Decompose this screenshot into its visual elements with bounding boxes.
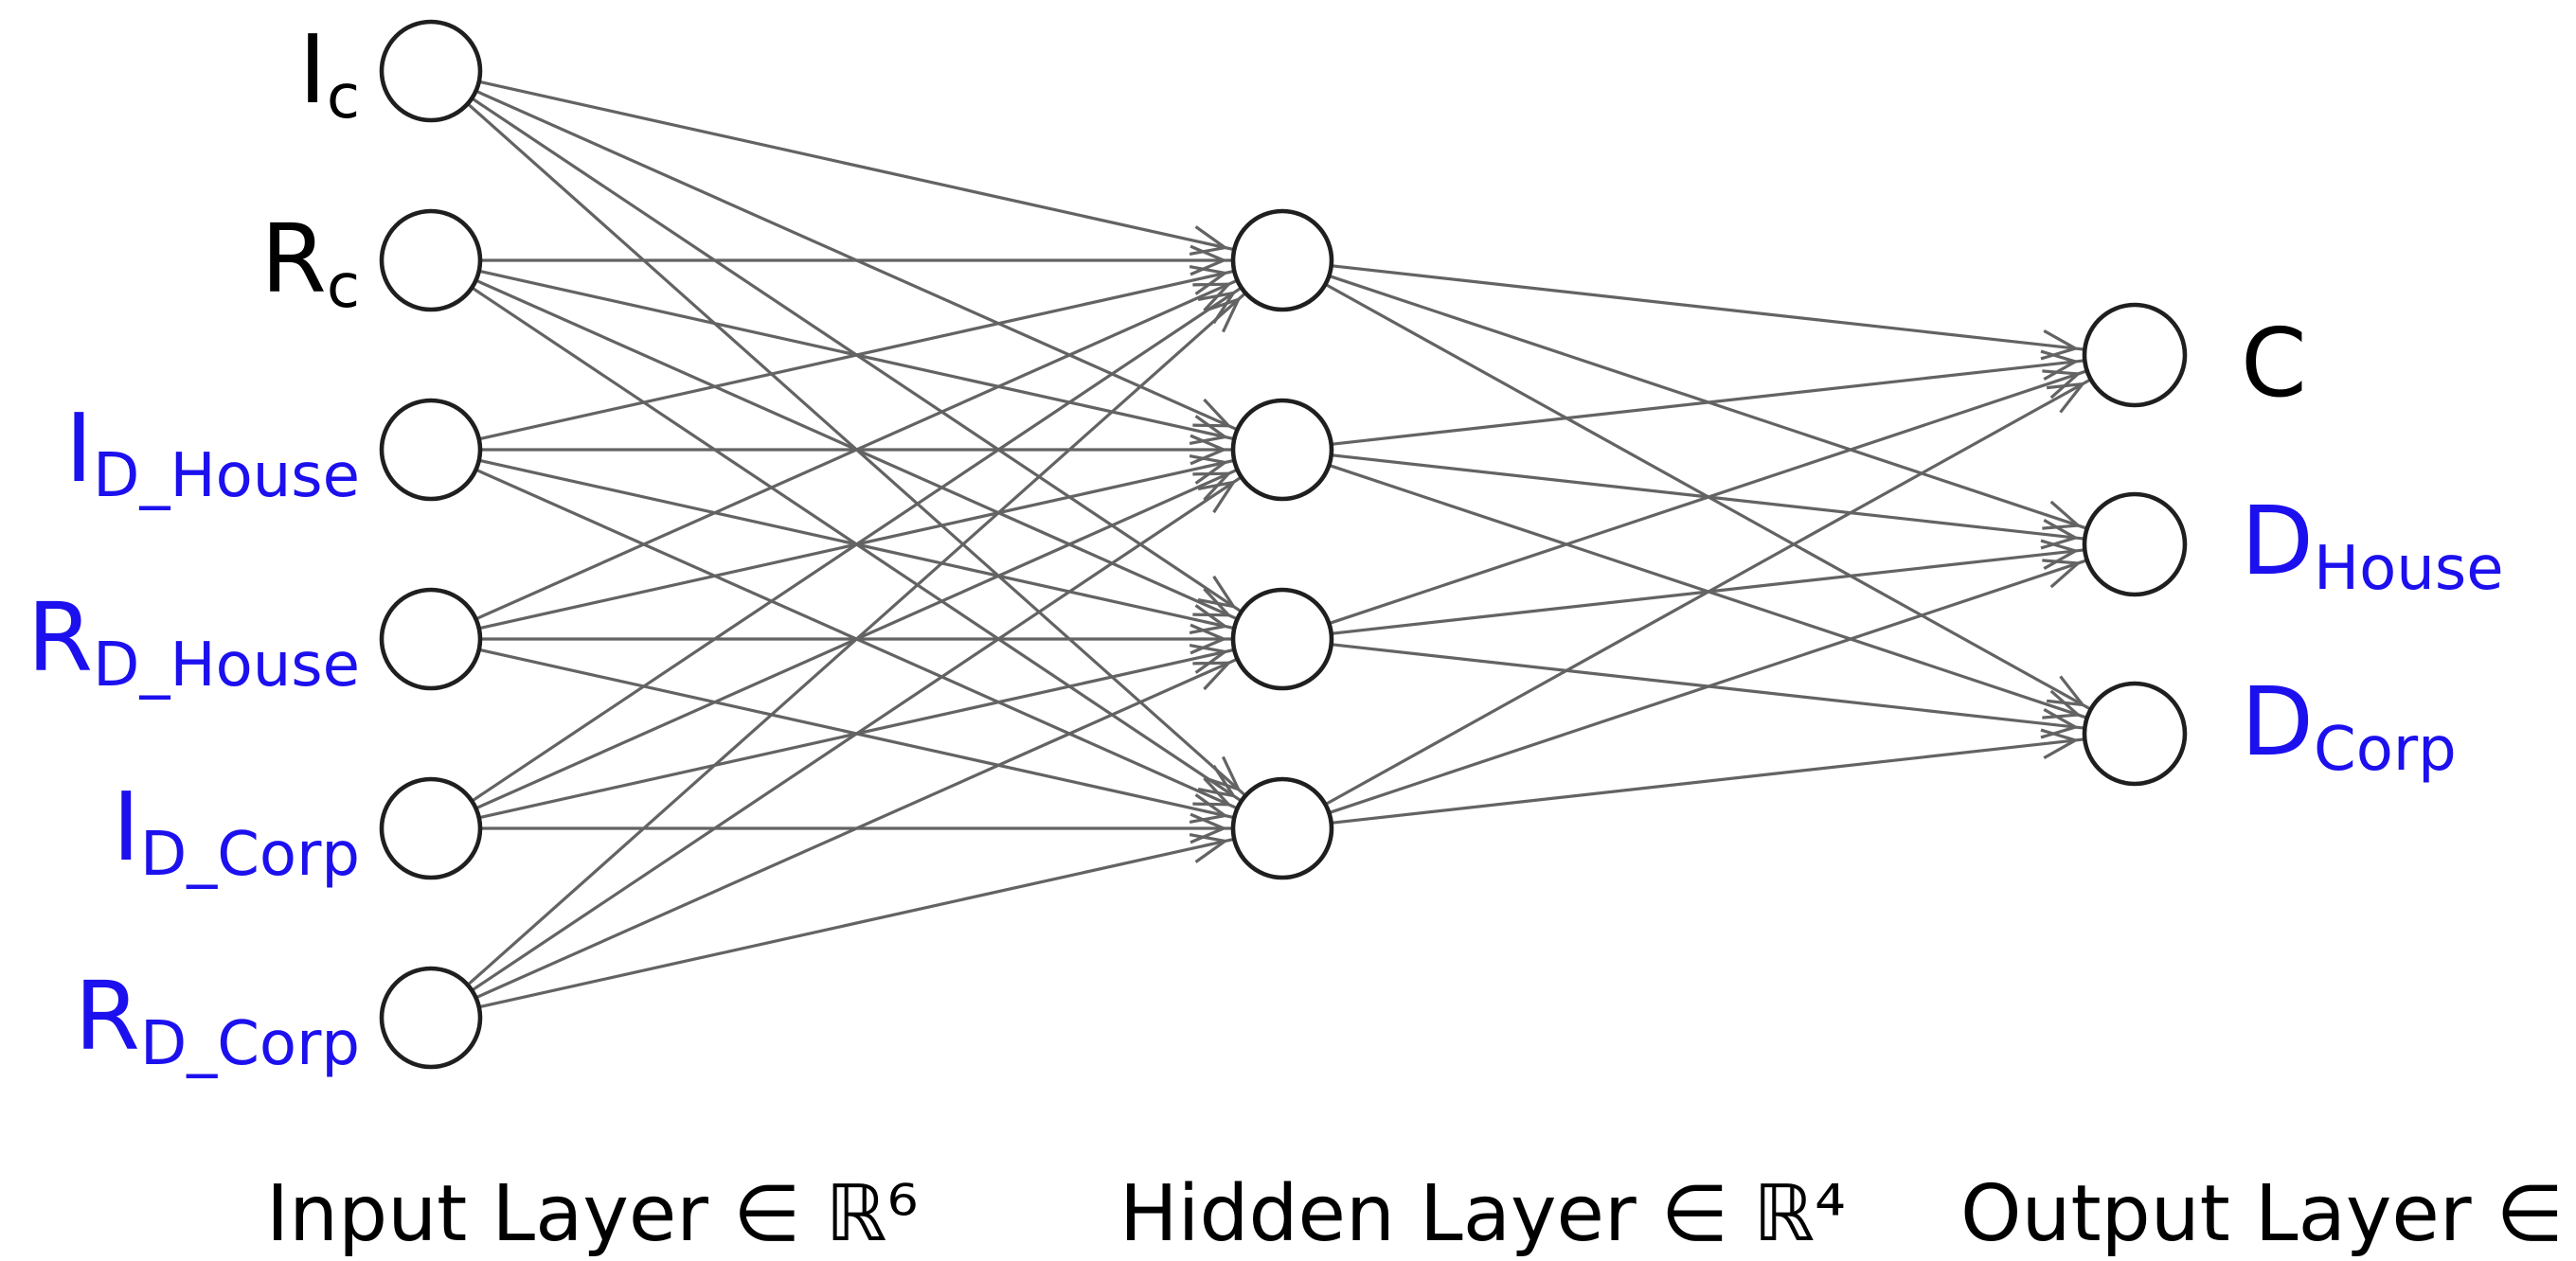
- input-node-label-4: RD_House: [27, 582, 360, 701]
- hidden-node-1: [1230, 208, 1334, 312]
- input-node-label-3: ID_House: [65, 393, 360, 511]
- edges: [468, 80, 2091, 1008]
- input-node-label-5: ID_Corp: [112, 772, 360, 890]
- hidden-layer: Hidden Layer ∈ ℝ⁴: [1119, 208, 1846, 1259]
- input-node-label-1: Ic: [298, 14, 360, 133]
- output-node-label-2: DHouse: [2241, 486, 2504, 604]
- output-layer-caption: Output Layer ∈ ℝ³: [1960, 1169, 2576, 1259]
- input-node-3: [379, 398, 483, 502]
- output-node-1: [2082, 302, 2188, 408]
- input-node-2: [379, 208, 483, 312]
- hidden-node-3: [1230, 587, 1334, 691]
- output-node-label-3: DCorp: [2241, 666, 2457, 785]
- input-layer: IcRcID_HouseRD_HouseID_CorpRD_CorpInput …: [27, 14, 919, 1259]
- hidden-node-4: [1230, 776, 1334, 880]
- hidden-layer-caption: Hidden Layer ∈ ℝ⁴: [1119, 1169, 1846, 1259]
- input-layer-caption: Input Layer ∈ ℝ⁶: [266, 1169, 918, 1259]
- output-node-2: [2082, 491, 2188, 597]
- hidden-node-2: [1230, 398, 1334, 502]
- output-node-3: [2082, 681, 2188, 787]
- input-node-6: [379, 966, 483, 1070]
- input-node-label-2: Rc: [260, 204, 360, 322]
- output-node-label-1: C: [2241, 308, 2307, 418]
- input-node-label-6: RD_Corp: [74, 961, 360, 1079]
- input-node-4: [379, 587, 483, 691]
- input-node-1: [379, 19, 483, 123]
- input-node-5: [379, 776, 483, 880]
